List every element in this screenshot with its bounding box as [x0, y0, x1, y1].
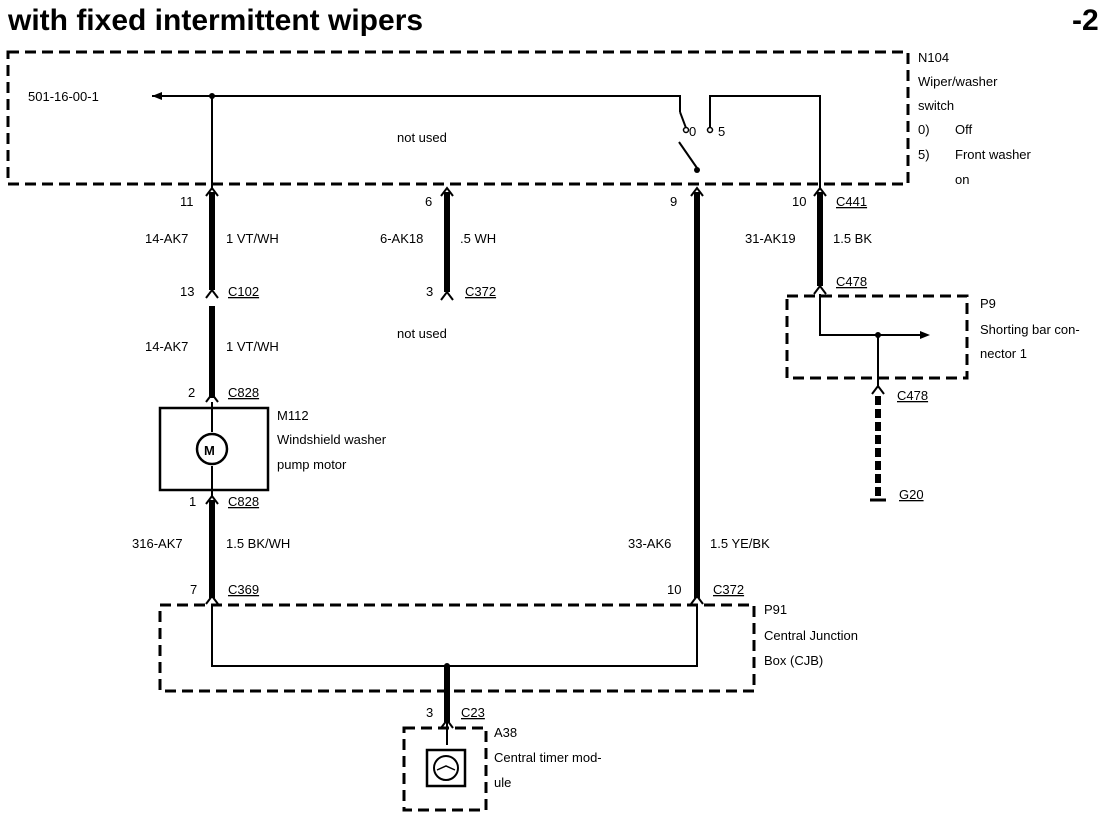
a38-module-box [402, 726, 488, 812]
pin-11: 11 [180, 194, 194, 209]
n104-id: N104 [918, 50, 949, 65]
connector-chevron-icon [205, 494, 219, 505]
pin-6: 6 [425, 194, 432, 209]
w4-code: 14-AK7 [145, 339, 188, 354]
c478-bot-connector: C478 [897, 388, 928, 403]
c23-connector: C23 [461, 705, 485, 720]
n104-state5-key: 5) [918, 147, 930, 162]
connector-chevron-icon [205, 288, 219, 299]
m112-motor-box [158, 406, 270, 492]
connector-chevron-icon [813, 284, 827, 295]
a38-id: A38 [494, 725, 517, 740]
w3-spec: 1.5 BK [833, 231, 872, 246]
connector-chevron-icon [205, 392, 219, 403]
n104-name-line1: Wiper/washer [918, 74, 998, 89]
c372-connector: C372 [465, 284, 496, 299]
n104-name-line2: switch [918, 98, 954, 113]
p91-id: P91 [764, 602, 787, 617]
p9-internal-wire [819, 294, 926, 336]
timer-clock-icon [433, 755, 459, 781]
switch-blade [678, 141, 698, 169]
c102-connector: C102 [228, 284, 259, 299]
connector-chevron-icon [813, 186, 827, 197]
connector-chevron-icon [205, 186, 219, 197]
p9-name-line1: Shorting bar con- [980, 322, 1080, 337]
reference-arrow-icon [152, 92, 162, 100]
switch-pos-0: 0 [689, 124, 696, 139]
w4-spec: 1 VT/WH [226, 339, 279, 354]
reference-wire [152, 95, 681, 112]
p91-name-line1: Central Junction [764, 628, 858, 643]
p91-name-line2: Box (CJB) [764, 653, 823, 668]
pin-9: 9 [670, 194, 677, 209]
c369-pin: 7 [190, 582, 197, 597]
connector-chevron-icon [440, 290, 454, 301]
m112-id: M112 [277, 408, 309, 423]
c102-pin: 13 [180, 284, 194, 299]
c369-connector: C369 [228, 582, 259, 597]
page-number: -2 [1072, 4, 1099, 37]
switch-pivot [694, 167, 700, 173]
not-used-label-2: not used [397, 326, 447, 341]
c828-top-pin: 2 [188, 385, 195, 400]
connector-chevron-icon [690, 186, 704, 197]
c372b-pin: 10 [667, 582, 681, 597]
w1-spec: 1 VT/WH [226, 231, 279, 246]
motor-icon [195, 432, 229, 466]
w2-spec: .5 WH [460, 231, 496, 246]
c828-bot-connector: C828 [228, 494, 259, 509]
w5-code: 316-AK7 [132, 536, 183, 551]
switch-wire-5 [709, 95, 821, 190]
p9-id: P9 [980, 296, 996, 311]
c372-pin: 3 [426, 284, 433, 299]
connector-chevron-icon [205, 594, 219, 605]
w6-code: 33-AK6 [628, 536, 671, 551]
connector-chevron-icon [440, 718, 454, 729]
m112-name-line1: Windshield washer [277, 432, 387, 447]
n104-state0-key: 0) [918, 122, 930, 137]
w2-code: 6-AK18 [380, 231, 423, 246]
a38-name-line2: ule [494, 775, 511, 790]
p91-cjb-box [158, 603, 756, 693]
switch-lead [679, 111, 687, 129]
reference-label: 501-16-00-1 [28, 89, 99, 104]
c23-pin: 3 [426, 705, 433, 720]
c372b-connector: C372 [713, 582, 744, 597]
c828-top-connector: C828 [228, 385, 259, 400]
cjb-internal-wire [211, 604, 698, 667]
a38-name-line1: Central timer mod- [494, 750, 602, 765]
diagram-title: with fixed intermittent wipers [7, 4, 423, 37]
switch-pos-5: 5 [718, 124, 725, 139]
c441-connector: C441 [836, 194, 867, 209]
w1-code: 14-AK7 [145, 231, 188, 246]
n104-state5-label-line2: on [955, 172, 969, 187]
motor-symbol: M [204, 443, 215, 458]
connector-chevron-icon [871, 384, 885, 395]
connector-chevron-icon [440, 186, 454, 197]
w6-spec: 1.5 YE/BK [710, 536, 770, 551]
n104-switch-box [6, 50, 910, 186]
p9-arrow-icon [920, 331, 930, 339]
m112-name-line2: pump motor [277, 457, 347, 472]
w3-code: 31-AK19 [745, 231, 796, 246]
g20-ground: G20 [899, 487, 924, 502]
c828-bot-pin: 1 [189, 494, 196, 509]
timer-hands-icon [436, 765, 456, 771]
pin-10: 10 [792, 194, 806, 209]
c478-top-connector: C478 [836, 274, 867, 289]
p9-name-line2: nector 1 [980, 346, 1027, 361]
switch-contact-0 [682, 126, 690, 134]
w5-spec: 1.5 BK/WH [226, 536, 290, 551]
connector-chevron-icon [690, 594, 704, 605]
n104-state5-label-line1: Front washer [955, 147, 1032, 162]
p9-shorting-bar-box [785, 294, 969, 380]
switch-contact-5 [706, 126, 714, 134]
not-used-label-1: not used [397, 130, 447, 145]
n104-state0-label: Off [955, 122, 972, 137]
